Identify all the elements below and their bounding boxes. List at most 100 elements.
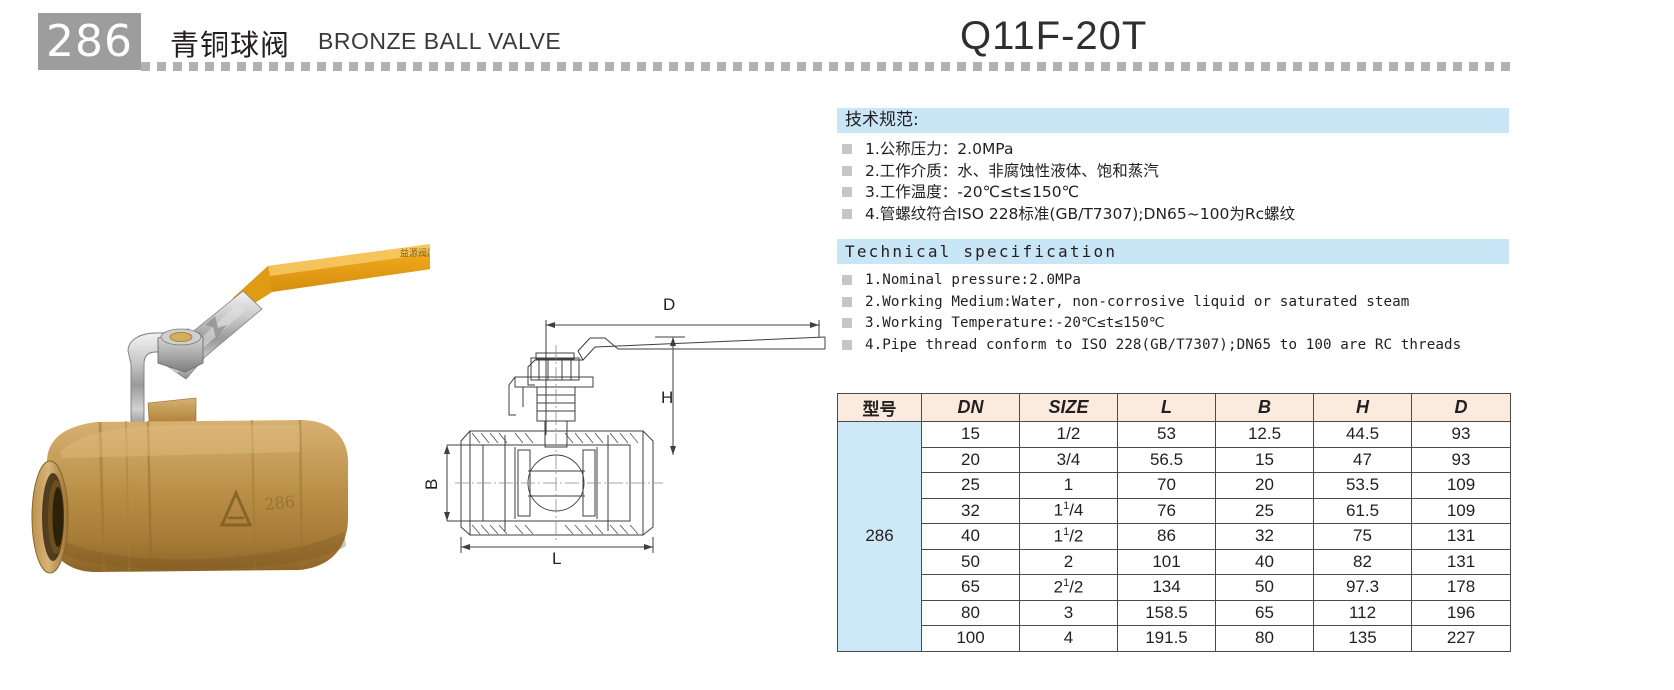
cell-dn: 100 [921,625,1020,652]
cell-b: 15 [1215,446,1314,473]
drawing-label-h: H [661,388,673,407]
technical-drawing: D H B L [415,285,835,565]
drawing-label-b: B [422,479,441,490]
spec-list-chinese: 1.公称压力：2.0MPa 2.工作介质：水、非腐蚀性液体、饱和蒸汽 3.工作温… [837,139,1509,225]
cell-size: 11/4 [1019,497,1118,524]
drawing-label-l: L [552,549,561,565]
page-number-badge: 286 [38,13,141,70]
spec-text: 3.工作温度：-20℃≤t≤150℃ [865,183,1080,201]
th-d: D [1411,393,1511,422]
spec-text: 1.公称压力：2.0MPa [865,140,1014,158]
bullet-square-icon [842,275,852,285]
cell-l: 191.5 [1117,625,1216,652]
spec-list-english: 1.Nominal pressure:2.0MPa 2.Working Medi… [837,270,1509,356]
cell-dn: 15 [921,421,1020,448]
bullet-square-icon [842,208,852,219]
spec-item-cn-2: 2.工作介质：水、非腐蚀性液体、饱和蒸汽 [837,161,1509,183]
page-title-english: BRONZE BALL VALVE [318,28,562,54]
spec-text: 2.Working Medium:Water, non-corrosive li… [865,293,1410,310]
spec-text: 4.Pipe thread conform to ISO 228(GB/T730… [865,336,1462,353]
cell-l: 158.5 [1117,599,1216,626]
drawing-clamp-plate [508,376,594,416]
spec-item-cn-4: 4.管螺纹符合ISO 228标准(GB/T7307);DN65~100为Rc螺纹 [837,204,1509,226]
cell-l: 86 [1117,523,1216,550]
spec-item-cn-3: 3.工作温度：-20℃≤t≤150℃ [837,182,1509,204]
cell-size: 11/2 [1019,523,1118,550]
bullet-square-icon [842,165,852,176]
dimension-b [444,444,507,522]
cell-l: 101 [1117,548,1216,575]
cell-h: 61.5 [1313,497,1412,524]
th-dn: DN [921,393,1020,422]
cell-b: 50 [1215,574,1314,601]
cell-size: 3 [1019,599,1118,626]
cell-dn: 50 [921,548,1020,575]
bullet-square-icon [842,339,852,350]
dimension-d [545,320,820,435]
cell-l: 70 [1117,472,1216,499]
spec-item-cn-1: 1.公称压力：2.0MPa [837,139,1509,161]
bullet-square-icon [842,144,852,154]
cell-dn: 65 [921,574,1020,601]
valve-handle: 益源阀门 [233,244,430,315]
cell-d: 178 [1411,574,1511,601]
cell-dn: 32 [921,497,1020,524]
cell-dn: 25 [921,472,1020,499]
page-header: 286 青铜球阀 BRONZE BALL VALVE Q11F-20T [0,0,1674,80]
bullet-square-icon [842,318,852,328]
cell-d: 93 [1411,421,1511,448]
spec-text: 1.Nominal pressure:2.0MPa [865,272,1082,288]
spec-item-en-1: 1.Nominal pressure:2.0MPa [837,270,1509,292]
cell-size: 3/4 [1019,446,1118,473]
valve-body: 286 [47,419,348,572]
cell-dn: 80 [921,599,1020,626]
cell-l: 56.5 [1117,446,1216,473]
cell-b: 20 [1215,472,1314,499]
spec-item-en-3: 3.Working Temperature:-20℃≤t≤150℃ [837,313,1509,335]
cell-d: 131 [1411,548,1511,575]
cell-size: 21/2 [1019,574,1118,601]
cell-b: 25 [1215,497,1314,524]
th-b: B [1215,393,1314,422]
stem-nut [157,328,204,373]
specifications-panel: 技术规范: 1.公称压力：2.0MPa 2.工作介质：水、非腐蚀性液体、饱和蒸汽… [837,108,1509,370]
spec-item-en-4: 4.Pipe thread conform to ISO 228(GB/T730… [837,335,1509,357]
dimension-l [460,537,654,553]
cell-h: 97.3 [1313,574,1412,601]
cell-b: 80 [1215,625,1314,652]
cell-size: 2 [1019,548,1118,575]
product-photo: 益源阀门 [0,80,430,580]
spec-text: 4.管螺纹符合ISO 228标准(GB/T7307);DN65~100为Rc螺纹 [865,204,1296,223]
page-title-chinese: 青铜球阀 [170,28,291,62]
header-dashed-divider [141,62,1514,71]
spec-heading-english: Technical specification [837,239,1509,264]
spec-text: 2.工作介质：水、非腐蚀性液体、饱和蒸汽 [865,161,1159,180]
svg-text:益源阀门: 益源阀门 [400,247,430,259]
drawing-label-d: D [663,295,675,314]
cell-l: 134 [1117,574,1216,601]
cell-d: 109 [1411,472,1511,499]
cell-b: 65 [1215,599,1314,626]
cell-size: 1/2 [1019,421,1118,448]
cell-h: 53.5 [1313,472,1412,499]
spec-heading-chinese: 技术规范: [837,108,1509,133]
cell-dn: 20 [921,446,1020,473]
cell-b: 40 [1215,548,1314,575]
cell-d: 227 [1411,625,1511,652]
cell-h: 44.5 [1313,421,1412,448]
model-number: Q11F-20T [960,14,1148,58]
bullet-square-icon [842,296,852,307]
cell-b: 32 [1215,523,1314,550]
cell-b: 12.5 [1215,421,1314,448]
drawing-body [455,345,663,543]
spec-item-en-2: 2.Working Medium:Water, non-corrosive li… [837,292,1509,314]
